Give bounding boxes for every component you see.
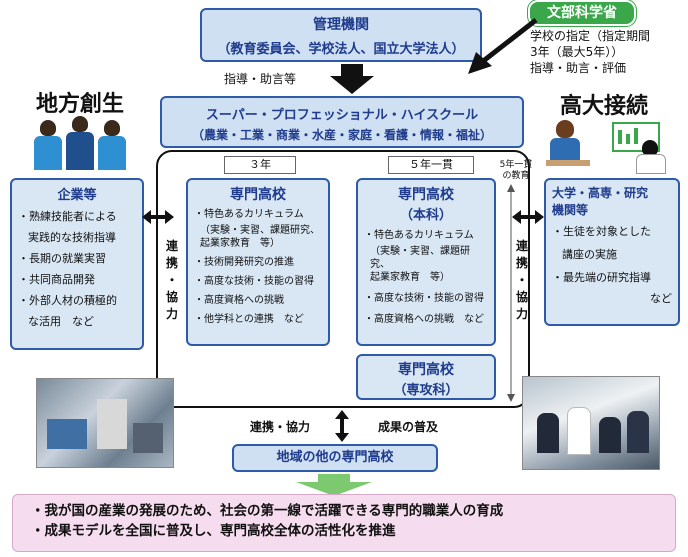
link-char: 携 xyxy=(165,256,178,270)
five-year-item: （実験・実習、課題研究、 xyxy=(370,246,470,270)
link-char: 力 xyxy=(515,307,528,321)
tab-three-year: ３年 xyxy=(224,156,296,174)
left-link-label: 連 携 ・ 協 力 xyxy=(164,238,180,323)
three-year-item: ・他学科との連携 など xyxy=(194,314,304,325)
goal-item: ・我が国の産業の発展のため、社会の第一線で活躍できる専門的職業人の育成 xyxy=(31,503,504,519)
five-year-subtitle: （本科） xyxy=(399,208,452,223)
other-schools-box: 地域の他の専門高校 xyxy=(232,444,438,472)
mext-arrow xyxy=(468,18,538,74)
company-title: 企業等 xyxy=(57,188,97,203)
company-item: ・共同商品開発 xyxy=(18,273,95,286)
five-year-span-note: 5年一貫 の教育 xyxy=(494,160,538,182)
spread-label: 成果の普及 xyxy=(378,420,439,434)
span-note-line: 5年一貫 xyxy=(499,160,533,170)
mext-note: 指導・助言・評価 xyxy=(530,61,627,75)
advanced-subtitle: （専攻科） xyxy=(393,383,459,398)
mext-notes: 学校の指定（指定期間 3年（最大5年）） 指導・助言・評価 xyxy=(530,28,685,76)
three-year-item: ・高度な技術・技能の習得 xyxy=(194,276,314,287)
goal-item: ・成果モデルを全国に普及し、専門高校全体の活性化を推進 xyxy=(31,523,396,539)
five-year-title: 専門高校 xyxy=(398,187,454,203)
company-item: ・外部人材の積極的 xyxy=(18,294,117,307)
authority-subtitle: （教育委員会、学校法人、国立大学法人） xyxy=(217,42,465,57)
university-item: ・生徒を対象とした xyxy=(552,225,651,238)
three-year-school-box: 専門高校 ・特色あるカリキュラム （実験・実習、課題研究、 起業家教育 等） ・… xyxy=(186,178,330,346)
link-char: ・ xyxy=(165,273,178,287)
right-double-arrow-icon xyxy=(512,210,544,224)
left-double-arrow-icon xyxy=(142,210,174,224)
link-char: 連 xyxy=(515,239,528,253)
university-item: ・最先端の研究指導 xyxy=(552,271,651,284)
green-down-arrow-icon xyxy=(296,474,372,496)
factory-photo xyxy=(36,378,174,468)
right-link-label: 連 携 ・ 協 力 xyxy=(514,238,530,323)
university-item: 講座の実施 xyxy=(562,248,617,261)
link-char: 協 xyxy=(165,290,178,304)
three-year-item: ・技術開発研究の推進 xyxy=(194,257,294,268)
five-year-item: ・高度資格への挑戦 など xyxy=(364,314,484,325)
company-box: 企業等 ・熟練技能者による 実践的な技術指導 ・長期の就業実習 ・共同商品開発 … xyxy=(10,178,144,350)
company-item: 実践的な技術指導 xyxy=(28,231,116,244)
company-item: な活用 など xyxy=(28,315,94,328)
university-title: 大学・高専・研究 xyxy=(552,186,649,200)
link-char: 協 xyxy=(515,290,528,304)
mext-note: 3年（最大5年）） xyxy=(530,45,624,59)
span-note-line: の教育 xyxy=(502,171,530,181)
vertical-double-arrow-icon xyxy=(335,410,349,442)
university-title: 機関等 xyxy=(552,203,589,217)
advanced-title: 専門高校 xyxy=(398,362,454,378)
five-year-item: ・高度な技術・技能の習得 xyxy=(364,293,484,304)
three-year-item: 起業家教育 等） xyxy=(200,238,280,249)
coop-label: 連携・協力 xyxy=(250,420,311,434)
three-year-title: 専門高校 xyxy=(230,187,286,203)
five-year-school-box: 専門高校 （本科） ・特色あるカリキュラム （実験・実習、課題研究、 起業家教育… xyxy=(356,178,496,346)
sph-frame xyxy=(156,150,530,408)
link-char: ・ xyxy=(515,273,528,287)
authority-box: 管理機関 （教育委員会、学校法人、国立大学法人） xyxy=(200,8,482,62)
three-year-item: ・特色あるカリキュラム xyxy=(194,209,304,220)
left-heading: 地方創生 xyxy=(36,92,125,117)
company-item: ・長期の就業実習 xyxy=(18,252,106,265)
goals-box: ・我が国の産業の発展のため、社会の第一線で活躍できる専門的職業人の育成 ・成果モ… xyxy=(12,494,676,552)
tab-five-year: ５年一貫 xyxy=(388,156,474,174)
authority-title: 管理機関 xyxy=(313,17,369,33)
advanced-course-box: 専門高校 （専攻科） xyxy=(356,354,496,400)
five-year-item: 起業家教育 等） xyxy=(370,272,450,283)
sph-banner: スーパー・プロフェッショナル・ハイスクール （農業・工業・商業・水産・家庭・看護… xyxy=(160,96,524,148)
sph-title: スーパー・プロフェッショナル・ハイスクール xyxy=(205,108,479,123)
university-box: 大学・高専・研究 機関等 ・生徒を対象とした 講座の実施 ・最先端の研究指導 な… xyxy=(544,178,680,326)
link-char: 力 xyxy=(165,307,178,321)
five-year-item: ・特色あるカリキュラム xyxy=(364,230,474,241)
guidance-label: 指導・助言等 xyxy=(224,72,297,86)
sph-subtitle: （農業・工業・商業・水産・家庭・看護・情報・福祉） xyxy=(191,128,492,142)
university-item: など xyxy=(650,292,672,305)
mext-label: 文部科学省 xyxy=(528,0,636,26)
three-year-item: ・高度資格への挑戦 xyxy=(194,295,284,306)
mext-note: 学校の指定（指定期間 xyxy=(530,29,651,43)
business-people-icon xyxy=(32,114,132,172)
scientists-icon xyxy=(546,116,676,174)
five-year-span-arrow xyxy=(507,184,515,402)
right-heading: 高大接続 xyxy=(560,94,649,119)
three-year-item: （実験・実習、課題研究、 xyxy=(200,225,320,236)
classroom-photo xyxy=(522,376,660,470)
link-char: 携 xyxy=(515,256,528,270)
company-item: ・熟練技能者による xyxy=(18,210,117,223)
down-arrow-icon xyxy=(330,64,374,94)
link-char: 連 xyxy=(165,239,178,253)
